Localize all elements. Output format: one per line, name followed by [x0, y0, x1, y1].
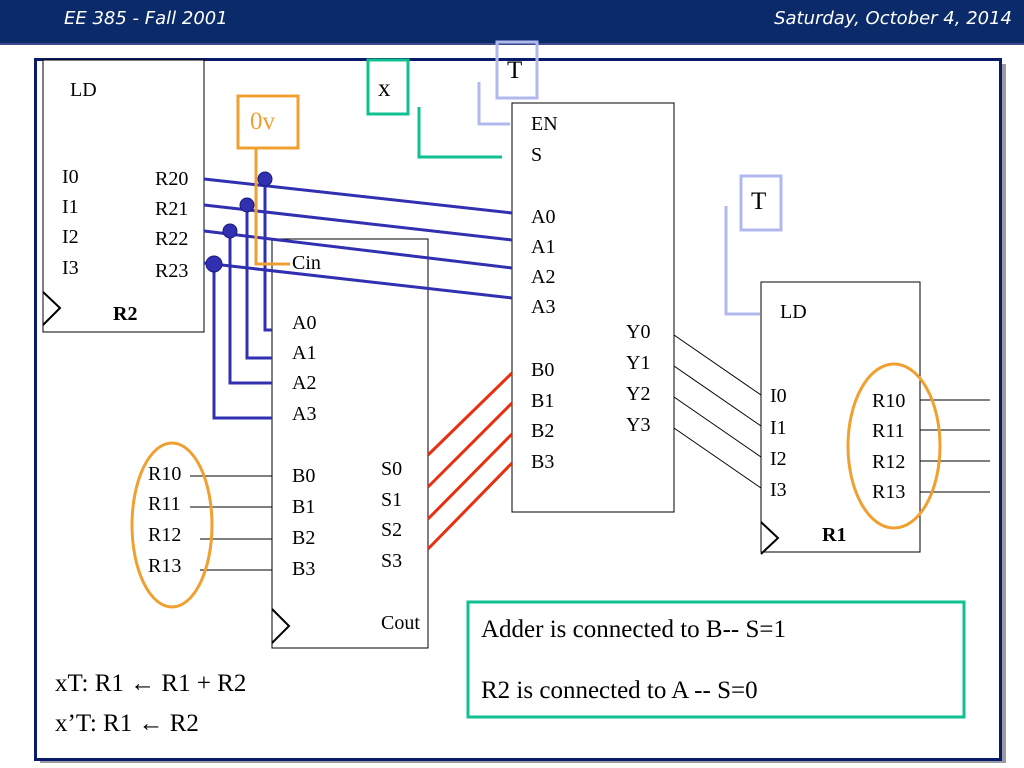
mux-b1-label: B1: [531, 390, 555, 412]
t-signal-label-1: T: [507, 57, 523, 84]
header-rule: [0, 43, 1024, 45]
t-signal-label-2: T: [751, 188, 767, 215]
r1-name: R1: [822, 524, 847, 546]
t-signal-box-1: [495, 40, 539, 100]
mux-b3-label: B3: [531, 451, 555, 473]
header-bar: EE 385 - Fall 2001 Saturday, October 4, …: [0, 0, 1024, 43]
r2-to-adder-wires: [212, 179, 272, 420]
r2-name: R2: [113, 303, 138, 325]
r1-output-r12: R12: [872, 451, 906, 473]
equation-line-1: xT: R1 ← R1 + R2: [55, 670, 247, 697]
t-signal-box-2: [739, 174, 783, 232]
r2-input-i1: I1: [62, 196, 79, 218]
adder-clock-icon: [271, 608, 291, 644]
mux-b0-label: B0: [531, 359, 555, 381]
mux-a3-label: A3: [531, 296, 556, 318]
mux-block: [511, 102, 675, 513]
t-signal-wire-1: [477, 82, 510, 126]
r2-input-i3: I3: [62, 257, 79, 279]
note-line-1: Adder is connected to B-- S=1: [481, 616, 787, 643]
r1-input-i0: I0: [770, 385, 787, 407]
r1-input-i2: I2: [770, 448, 787, 470]
mux-b2-label: B2: [531, 420, 555, 442]
r1-block: [760, 281, 921, 553]
const-0v-wire: [254, 148, 290, 266]
adder-cout-label: Cout: [381, 612, 420, 634]
r2-output-r20: R20: [155, 168, 189, 190]
mux-to-r1-wires: [673, 334, 762, 489]
mux-a0-label: A0: [531, 206, 556, 228]
junction-dots: [205, 171, 273, 273]
adder-s1-label: S1: [381, 489, 403, 511]
adder-b-source-r12: R12: [148, 524, 182, 546]
r2-input-i0: I0: [62, 166, 79, 188]
r1-output-wires: [920, 399, 990, 493]
equation-line-2: x’T: R1 ← R2: [55, 710, 199, 737]
note-box: [466, 600, 966, 719]
r1-output-r10: R10: [872, 390, 906, 412]
adder-b0-label: B0: [292, 465, 316, 487]
adder-a3-label: A3: [292, 403, 317, 425]
r1-output-r11: R11: [872, 420, 905, 442]
adder-to-mux-wires: [426, 371, 514, 551]
r1-output-r13: R13: [872, 481, 906, 503]
adder-a2-label: A2: [292, 372, 317, 394]
adder-b-source-r11: R11: [148, 493, 181, 515]
r1-clock-icon: [760, 521, 780, 555]
t-signal-wire-2: [724, 206, 760, 316]
adder-b-source-r10: R10: [148, 463, 182, 485]
mux-a2-label: A2: [531, 266, 556, 288]
r1-input-i3: I3: [770, 479, 787, 501]
adder-b1-label: B1: [292, 496, 316, 518]
mux-y0-label: Y0: [626, 321, 651, 343]
r2-output-r22: R22: [155, 228, 189, 250]
mux-y1-label: Y1: [626, 352, 651, 374]
header-date: Saturday, October 4, 2014: [774, 8, 1012, 29]
r2-clock-icon: [42, 291, 62, 326]
adder-cin-label: Cin: [292, 252, 321, 274]
r2-output-r23: R23: [155, 260, 189, 282]
adder-block: [271, 238, 429, 649]
adder-s3-label: S3: [381, 550, 403, 572]
adder-s2-label: S2: [381, 519, 403, 541]
x-signal-label: x: [378, 75, 391, 102]
r2-block: [42, 59, 205, 333]
adder-b-source-r13: R13: [148, 555, 182, 577]
adder-a0-label: A0: [292, 312, 317, 334]
mux-y3-label: Y3: [626, 414, 651, 436]
adder-b2-label: B2: [292, 527, 316, 549]
mux-y2-label: Y2: [626, 383, 651, 405]
r1-input-i1: I1: [770, 417, 787, 439]
x-signal-wire: [417, 107, 502, 159]
mux-en-label: EN: [531, 113, 558, 135]
note-line-2: R2 is connected to A -- S=0: [481, 677, 758, 704]
r2-output-r21: R21: [155, 198, 189, 220]
r1-outputs-highlight: [846, 362, 942, 530]
adder-b-sources-highlight: [130, 441, 214, 609]
adder-s0-label: S0: [381, 458, 403, 480]
x-signal-box: [366, 58, 410, 116]
mux-a1-label: A1: [531, 236, 556, 258]
const-0v-box: [236, 94, 300, 150]
adder-b-wires: [190, 475, 272, 571]
adder-a1-label: A1: [292, 342, 317, 364]
r1-ld-label: LD: [780, 301, 807, 323]
mux-s-label: S: [531, 144, 543, 166]
const-0v-label: 0v: [250, 108, 275, 135]
r2-ld-label: LD: [70, 79, 97, 101]
course-title: EE 385 - Fall 2001: [64, 8, 228, 29]
r2-input-i2: I2: [62, 226, 79, 248]
adder-b3-label: B3: [292, 558, 316, 580]
